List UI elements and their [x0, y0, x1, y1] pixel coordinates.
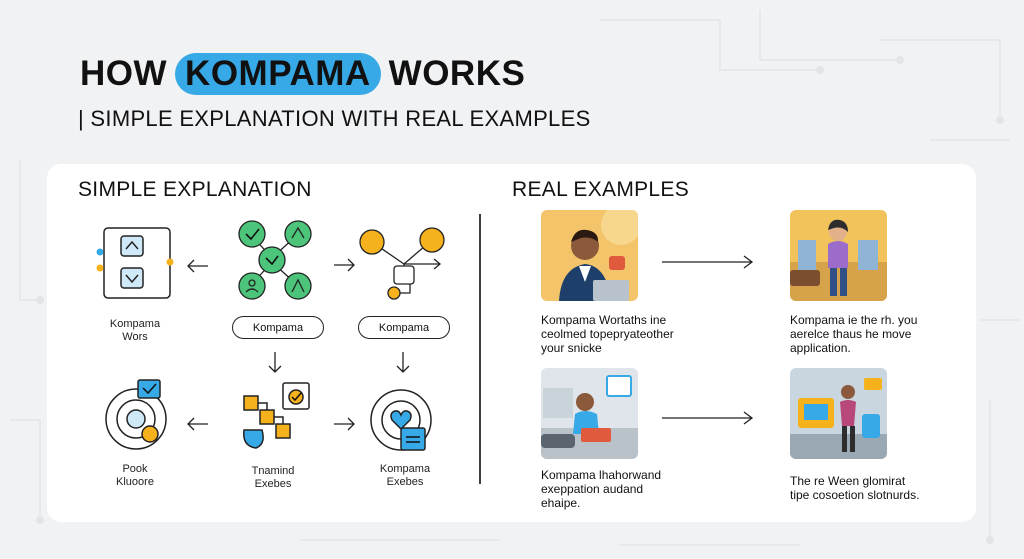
arrow-down-icon	[396, 352, 410, 373]
arrow-right-icon	[334, 258, 355, 272]
example-illustration-3	[541, 368, 638, 459]
title-post: WORKS	[388, 54, 526, 93]
caption-example-4: The re Ween glomirat tipe cosoetion slot…	[790, 474, 920, 502]
caption-example-3: Kompama lhahorwand exeppation audand eha…	[541, 468, 662, 510]
example-illustration-1	[541, 210, 638, 301]
label-top-left: Kompama Wors	[109, 318, 161, 343]
label-bottom-left: Pook Kluoore	[116, 463, 154, 488]
page-subtitle: | SIMPLE EXPLANATION WITH REAL EXAMPLES	[78, 106, 591, 131]
title-highlight: KOMPAMA	[175, 53, 381, 95]
target-icon	[105, 379, 167, 450]
label-bottom-right: Kompama Exebes	[379, 463, 431, 488]
page-title: HOW KOMPAMA WORKS	[80, 52, 525, 96]
simple-explanation-heading: SIMPLE EXPLANATION	[78, 178, 312, 201]
orange-network-icon	[359, 227, 445, 300]
arrow-left-icon	[187, 417, 208, 431]
title-pre: HOW	[80, 54, 168, 93]
pill-kompama-2: Kompama	[358, 316, 450, 339]
section-divider	[479, 214, 481, 484]
arrow-right-icon	[662, 255, 754, 269]
heart-target-icon	[370, 389, 432, 451]
green-network-icon	[238, 220, 312, 300]
arrow-right-icon	[334, 417, 355, 431]
flow-blocks-icon	[243, 382, 310, 449]
caption-example-1: Kompama Wortaths ine ceolmed topepryateo…	[541, 313, 674, 355]
real-examples-heading: REAL EXAMPLES	[512, 178, 690, 201]
label-bottom-middle: Tnamind Exebes	[251, 465, 295, 490]
process-box-icon	[96, 227, 174, 299]
example-illustration-4	[790, 368, 887, 459]
example-illustration-2	[790, 210, 887, 301]
arrow-left-icon	[187, 259, 208, 273]
caption-example-2: Kompama ie the rh. you aerelce thaus he …	[790, 313, 918, 355]
arrow-right-icon	[662, 411, 754, 425]
pill-kompama-1: Kompama	[232, 316, 324, 339]
arrow-down-icon	[268, 352, 282, 373]
